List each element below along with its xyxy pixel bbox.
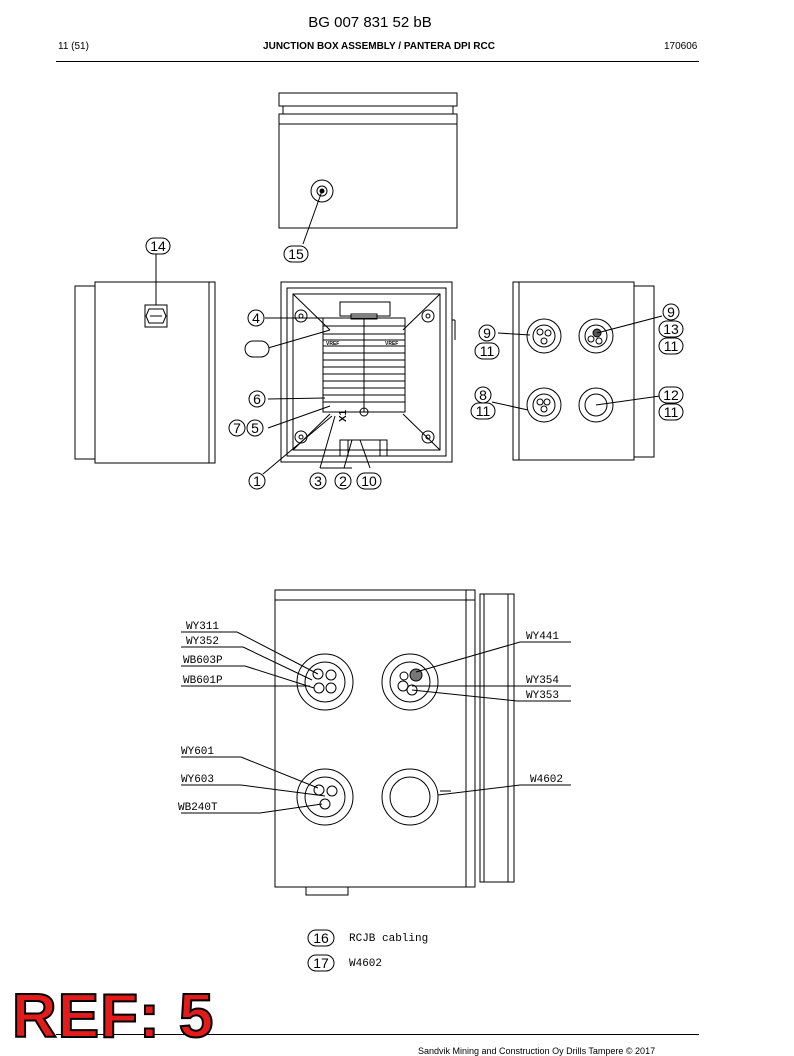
callout-15-bubble: [283, 245, 309, 263]
callout-11a: 11: [480, 343, 495, 359]
terminal-vref-right: VREF: [385, 341, 398, 347]
callout-1: 1: [253, 473, 261, 489]
callout-14-bubble: [145, 237, 171, 255]
callout-9b-bubble: [662, 303, 680, 321]
top-view: [278, 92, 458, 245]
document-title: JUNCTION BOX ASSEMBLY / PANTERA DPI RCC: [263, 41, 495, 52]
footer-rule: [56, 1034, 699, 1035]
callout-15: 15: [288, 246, 304, 262]
callout-11c: 11: [476, 403, 491, 419]
ref-stamp: REF: 5: [11, 982, 215, 1051]
callout-3: 3: [314, 473, 322, 489]
large-gland-view: [181, 589, 571, 896]
callout-3-bubble: [309, 472, 327, 490]
page-number: 11 (51): [58, 41, 89, 52]
label-wb240t: WB240T: [178, 802, 218, 814]
callout-10: 10: [361, 473, 377, 489]
label-wy601: WY601: [181, 746, 214, 758]
callout-6: 6: [253, 391, 261, 407]
label-wy311: WY311: [186, 621, 219, 633]
callout-11b: 11: [664, 338, 679, 354]
callout-6-bubble: [248, 390, 266, 408]
right-side-view: [491, 281, 663, 461]
callout-4-bubble: [247, 309, 265, 327]
callout-7: 7: [233, 420, 241, 436]
callout-12: 12: [663, 387, 679, 403]
legend-17-number: 17: [313, 955, 329, 971]
document-date: 170606: [664, 41, 698, 52]
left-side-view: [74, 252, 216, 464]
legend-17-text: W4602: [349, 958, 382, 970]
callout-13-bubble: [658, 320, 684, 338]
label-wy603: WY603: [181, 774, 214, 786]
callout-2: 2: [339, 473, 347, 489]
callout-9a-bubble: [478, 324, 496, 342]
callout-8: 8: [479, 387, 487, 403]
callout-11d: 11: [664, 404, 679, 420]
callout-1-bubble: [248, 472, 266, 490]
callout-11a-bubble: [474, 342, 500, 360]
footer-copyright: Sandvik Mining and Construction Oy Drill…: [418, 1046, 656, 1056]
terminal-x1-label: X1: [338, 409, 349, 422]
label-wb603p: WB603P: [183, 655, 223, 667]
callout-4: 4: [252, 310, 260, 326]
legend-16-text: RCJB cabling: [349, 933, 428, 945]
callout-12-bubble: [658, 386, 684, 404]
label-wy354: WY354: [526, 675, 559, 687]
callout-13: 13: [663, 321, 679, 337]
label-wy441: WY441: [526, 631, 559, 643]
document-id: BG 007 831 52 bB: [308, 14, 432, 31]
callout-14: 14: [150, 238, 166, 254]
label-wy352: WY352: [186, 636, 219, 648]
legend-16-bubble: [307, 929, 335, 947]
front-open-view: [262, 281, 456, 475]
terminal-vref-left: VREF: [326, 341, 339, 347]
header-rule: [56, 61, 699, 62]
legend-16-number: 16: [313, 930, 329, 946]
callout-10-bubble: [356, 472, 382, 490]
callout-5: 5: [251, 420, 259, 436]
callout-9b: 9: [667, 304, 675, 320]
callout-5-bubble: [246, 419, 264, 437]
label-wb601p: WB601P: [183, 675, 223, 687]
callout-19-bubble: [244, 340, 270, 358]
callout-11c-bubble: [470, 402, 496, 420]
label-w4602: W4602: [530, 774, 563, 786]
callout-2-bubble: [334, 472, 352, 490]
callout-9a: 9: [483, 325, 491, 341]
legend-17-bubble: [307, 954, 335, 972]
callout-11d-bubble: [658, 403, 684, 421]
callout-7-bubble: [228, 419, 246, 437]
label-wy353: WY353: [526, 690, 559, 702]
callout-11b-bubble: [658, 337, 684, 355]
